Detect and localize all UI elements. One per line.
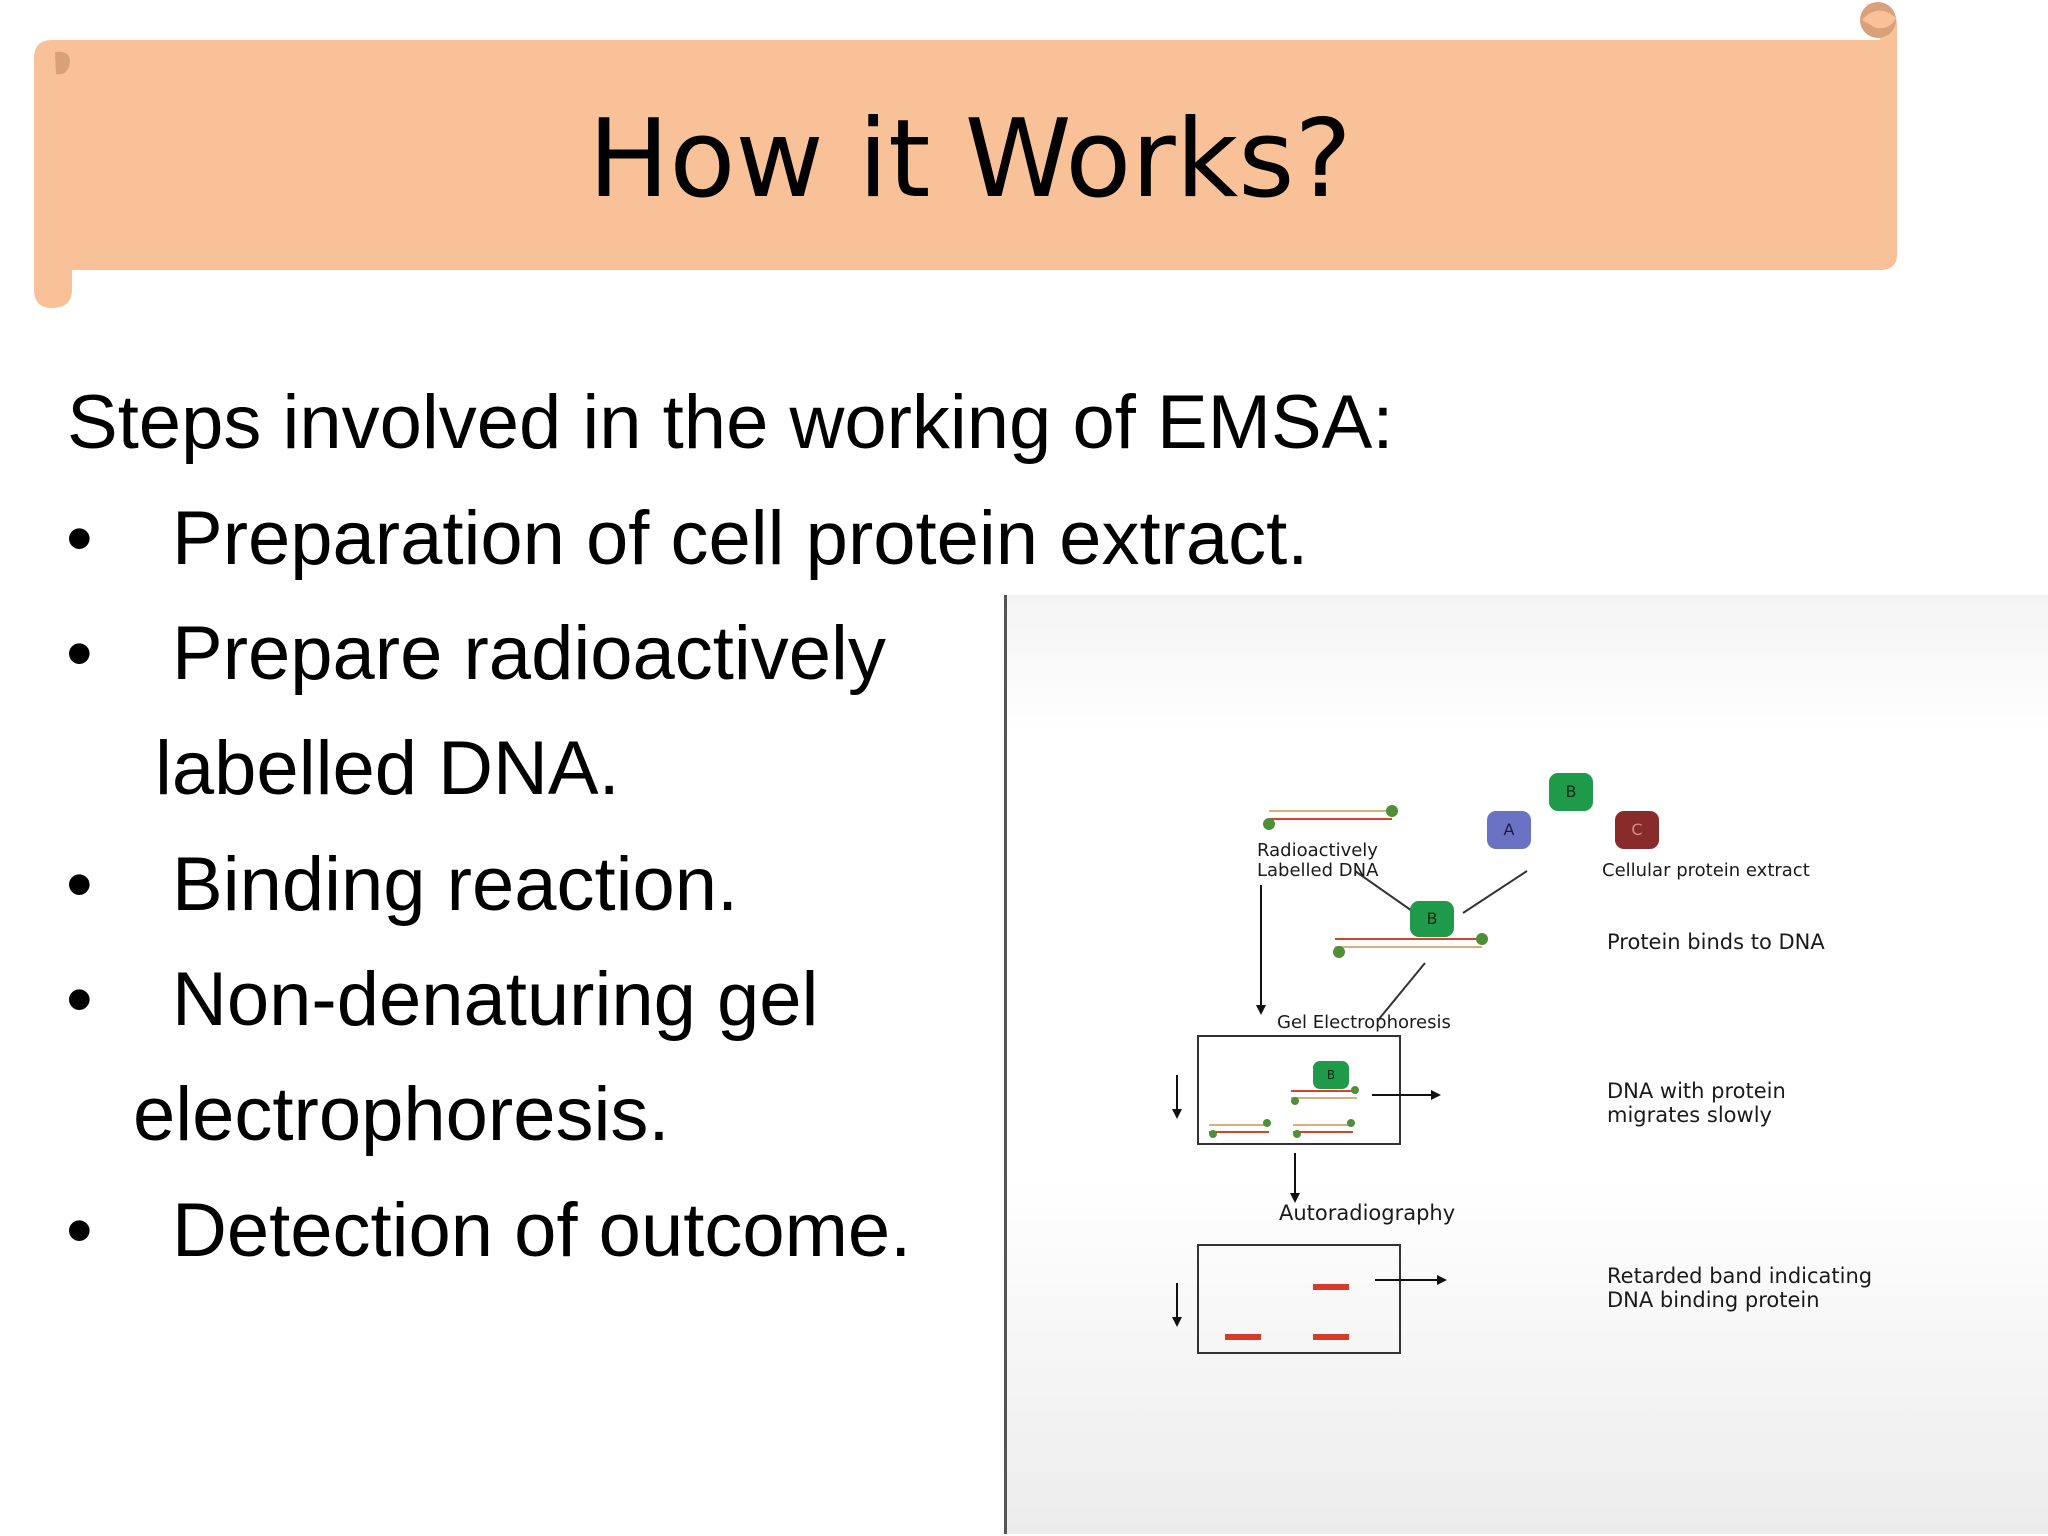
autoradiography-box [1197, 1244, 1401, 1354]
protein-binds-label: Protein binds to DNA [1607, 930, 1825, 954]
protein-c-box [1615, 811, 1659, 849]
bullet-marker: • [66, 1188, 93, 1273]
bound-protein-letter: B [1426, 909, 1438, 928]
gel-protein-b [1313, 1061, 1349, 1089]
protein-b-box [1549, 773, 1593, 811]
scroll-shape [34, 2, 1897, 308]
title-banner: How it Works? [0, 0, 2048, 320]
gel-free-dna-2 [1293, 1119, 1355, 1138]
migrates-label-2: migrates slowly [1607, 1103, 1772, 1127]
steps-heading: Steps involved in the working of EMSA: [67, 380, 1394, 465]
bullet-marker: • [66, 496, 93, 581]
bullet-marker: • [66, 957, 93, 1042]
bullet-marker: • [66, 611, 93, 696]
bound-protein-b [1410, 901, 1454, 937]
bullet-item-2: Prepare radioactively [172, 611, 886, 696]
connector-line [1462, 870, 1528, 914]
protein-a-letter: A [1503, 820, 1515, 839]
emsa-diagram: A B C B B Radioactively Labelled DNA Cel… [1004, 595, 2048, 1534]
free-band [1225, 1334, 1261, 1340]
bullet-item-2-continuation: labelled DNA. [155, 726, 620, 811]
gel-electrophoresis-label: Gel Electrophoresis [1277, 1012, 1451, 1033]
gel-box [1197, 1035, 1401, 1145]
bound-dna [1333, 933, 1488, 958]
labelled-dna-top [1263, 805, 1398, 830]
gel-slow-dna [1291, 1086, 1359, 1105]
retarded-band-label-2: DNA binding protein [1607, 1288, 1820, 1312]
bullet-item-5: Detection of outcome. [172, 1188, 912, 1273]
protein-c-letter: C [1631, 820, 1643, 839]
bullet-item-1: Preparation of cell protein extract. [172, 496, 1309, 581]
diagram-graphics [1172, 773, 1659, 1354]
cellular-extract-label: Cellular protein extract [1602, 860, 1810, 881]
protein-a-box [1487, 811, 1531, 849]
bullet-item-4-continuation: electrophoresis. [133, 1072, 670, 1157]
retarded-band [1313, 1284, 1349, 1290]
autoradiography-label: Autoradiography [1279, 1201, 1456, 1225]
bullet-item-4: Non-denaturing gel [172, 957, 819, 1042]
protein-b-letter: B [1565, 782, 1577, 801]
connector-line [1354, 870, 1416, 914]
connector-line [1378, 962, 1426, 1020]
gel-free-dna-1 [1209, 1119, 1271, 1138]
bullet-marker: • [66, 842, 93, 927]
slide-title: How it Works? [588, 97, 1352, 222]
radioactive-dna-label-2: Labelled DNA [1257, 860, 1379, 881]
free-band [1313, 1334, 1349, 1340]
migrates-label-1: DNA with protein [1607, 1079, 1786, 1103]
radioactive-dna-label-1: Radioactively [1257, 840, 1378, 861]
bullet-item-3: Binding reaction. [172, 842, 739, 927]
retarded-band-label-1: Retarded band indicating [1607, 1264, 1873, 1288]
gel-protein-letter: B [1326, 1068, 1336, 1082]
